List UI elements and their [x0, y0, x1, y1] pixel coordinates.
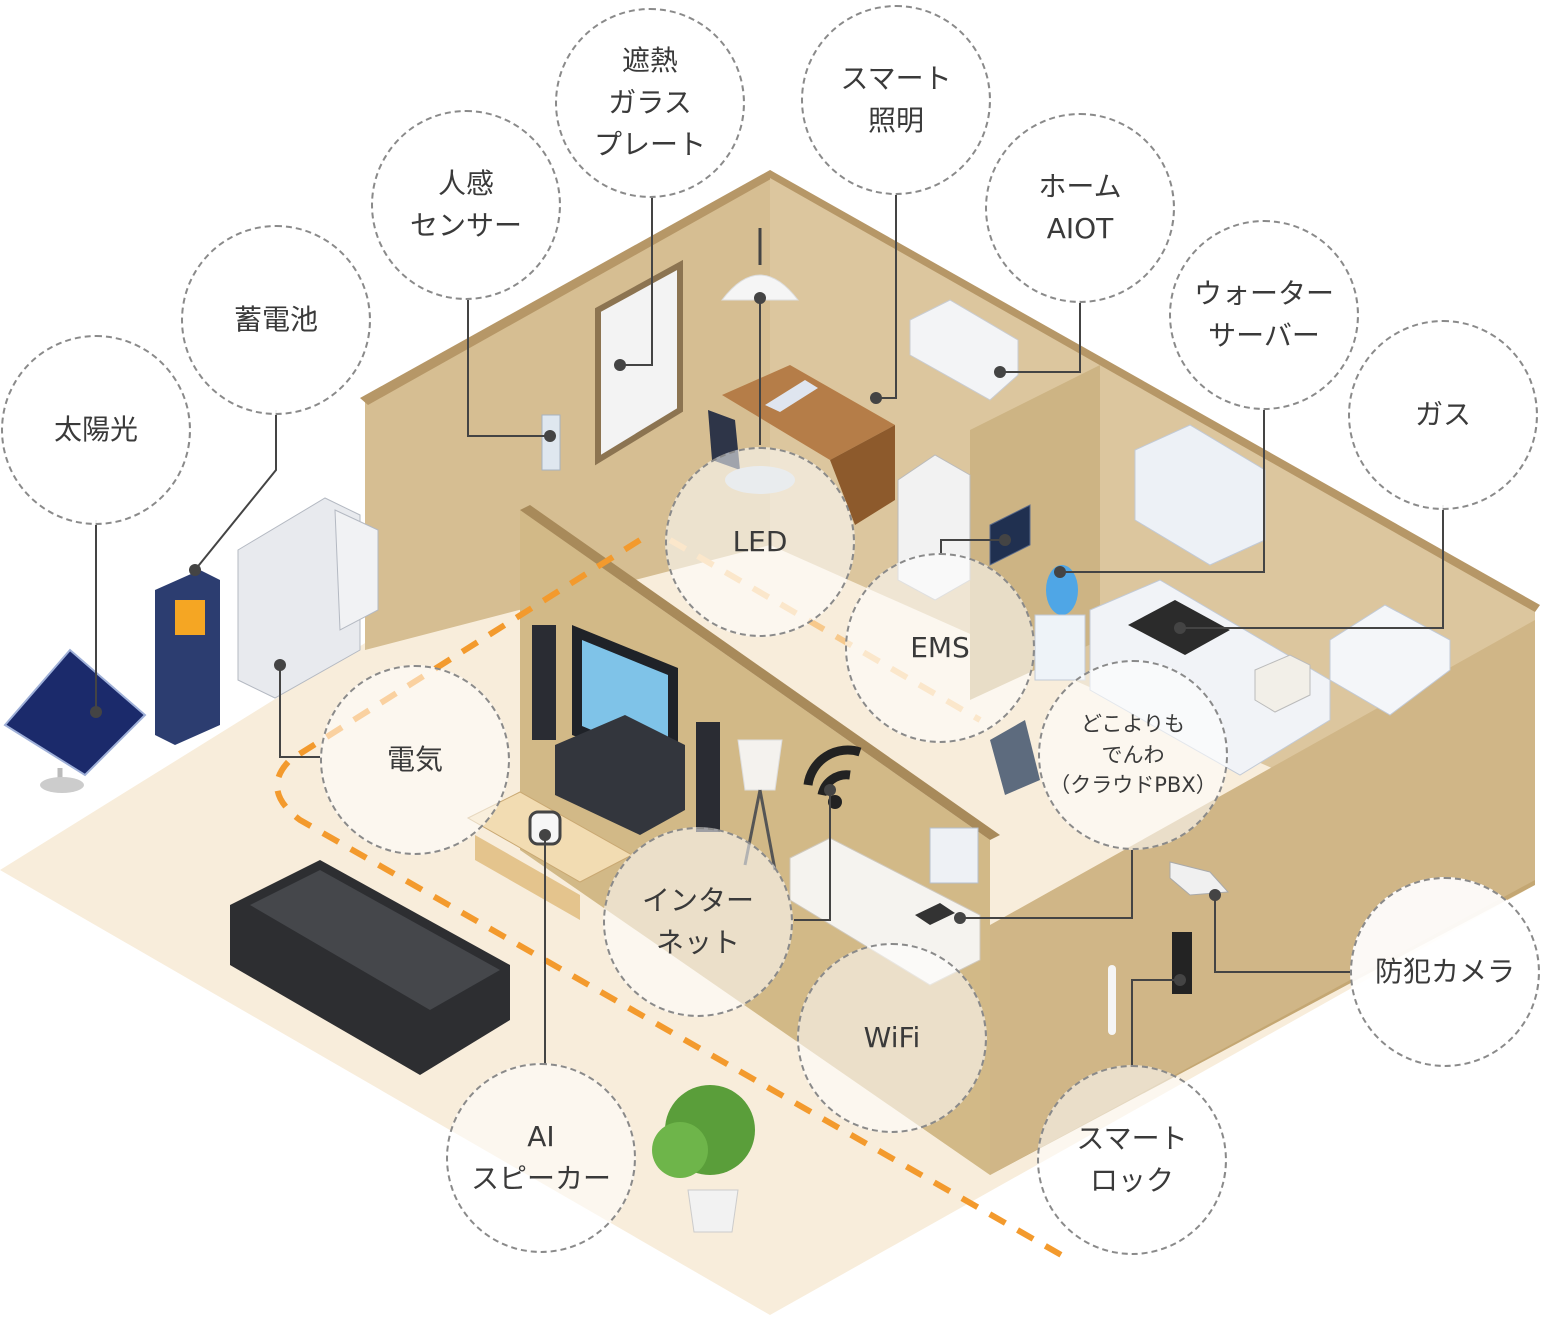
label-smart-lock[interactable]: スマート ロック — [1037, 1065, 1227, 1255]
label-led[interactable]: LED — [665, 447, 855, 637]
label-dokoyorimo-denwa[interactable]: どこよりも でんわ （クラウドPBX） — [1038, 660, 1228, 850]
label-wifi-text: WiFi — [863, 1021, 921, 1054]
label-gas-text: ガス — [1414, 398, 1471, 431]
kitchen-chair — [990, 720, 1040, 795]
label-internet[interactable]: インター ネット — [603, 827, 793, 1017]
label-ems[interactable]: EMS — [845, 553, 1035, 743]
wall-tablet — [989, 504, 1031, 566]
label-ai-speaker[interactable]: AI スピーカー — [446, 1063, 636, 1253]
label-gas[interactable]: ガス — [1348, 320, 1538, 510]
smartphone — [915, 903, 955, 925]
partition-wall-edge — [520, 505, 1000, 840]
label-motion-sensor-text: 人感 センサー — [409, 167, 522, 242]
label-electricity[interactable]: 電気 — [320, 665, 510, 855]
label-water-server[interactable]: ウォーター サーバー — [1169, 220, 1359, 410]
connector-dots — [90, 292, 1221, 986]
door-handle — [1108, 965, 1116, 1035]
label-motion-sensor[interactable]: 人感 センサー — [371, 110, 561, 300]
label-smart-lighting-text: スマート 照明 — [840, 62, 952, 137]
label-security-camera-text: 防犯カメラ — [1374, 955, 1515, 988]
network-dash-line — [274, 537, 1072, 1263]
air-conditioner — [909, 299, 1019, 401]
label-electricity-text: 電気 — [386, 743, 443, 776]
motion-sensor-device — [541, 414, 561, 471]
back-wall-right-top — [770, 170, 1540, 612]
connector-lines — [95, 195, 1444, 1065]
label-internet-text: インター ネット — [641, 884, 754, 959]
label-smart-lighting[interactable]: スマート 照明 — [801, 5, 991, 195]
label-led-text: LED — [732, 525, 788, 558]
label-solar-text: 太陽光 — [53, 413, 138, 446]
solar-panel — [3, 648, 147, 793]
battery-unit — [155, 570, 220, 745]
label-heat-glass-text: 遮熱 ガラス プレート — [593, 44, 706, 161]
label-ai-speaker-text: AI スピーカー — [470, 1120, 611, 1195]
sofa — [230, 860, 510, 1075]
pendant-lamp — [720, 228, 800, 301]
label-battery-text: 蓄電池 — [233, 303, 318, 336]
front-wall-right-face — [990, 620, 1535, 1175]
label-security-camera[interactable]: 防犯カメラ — [1350, 877, 1540, 1067]
intercom — [929, 827, 979, 884]
potted-plant — [652, 1085, 755, 1233]
label-home-aiot[interactable]: ホーム AIOT — [985, 113, 1175, 303]
back-wall-left-top — [360, 170, 778, 405]
label-solar[interactable]: 太陽光 — [1, 335, 191, 525]
label-home-aiot-text: ホーム AIOT — [1038, 170, 1122, 245]
desk — [722, 365, 895, 525]
label-heat-glass[interactable]: 遮熱 ガラス プレート — [555, 8, 745, 198]
label-wifi[interactable]: WiFi — [797, 943, 987, 1133]
label-ems-text: EMS — [910, 631, 970, 664]
kitchen — [1089, 424, 1451, 776]
tv-set — [532, 625, 720, 835]
label-water-server-text: ウォーター サーバー — [1193, 277, 1334, 352]
water-server-device — [1034, 565, 1086, 681]
label-battery[interactable]: 蓄電池 — [181, 225, 371, 415]
label-dokoyorimo-denwa-text: どこよりも でんわ （クラウドPBX） — [1049, 712, 1217, 798]
label-smart-lock-text: スマート ロック — [1076, 1122, 1188, 1197]
security-camera-device — [1169, 861, 1230, 896]
electric-panel — [237, 497, 379, 699]
